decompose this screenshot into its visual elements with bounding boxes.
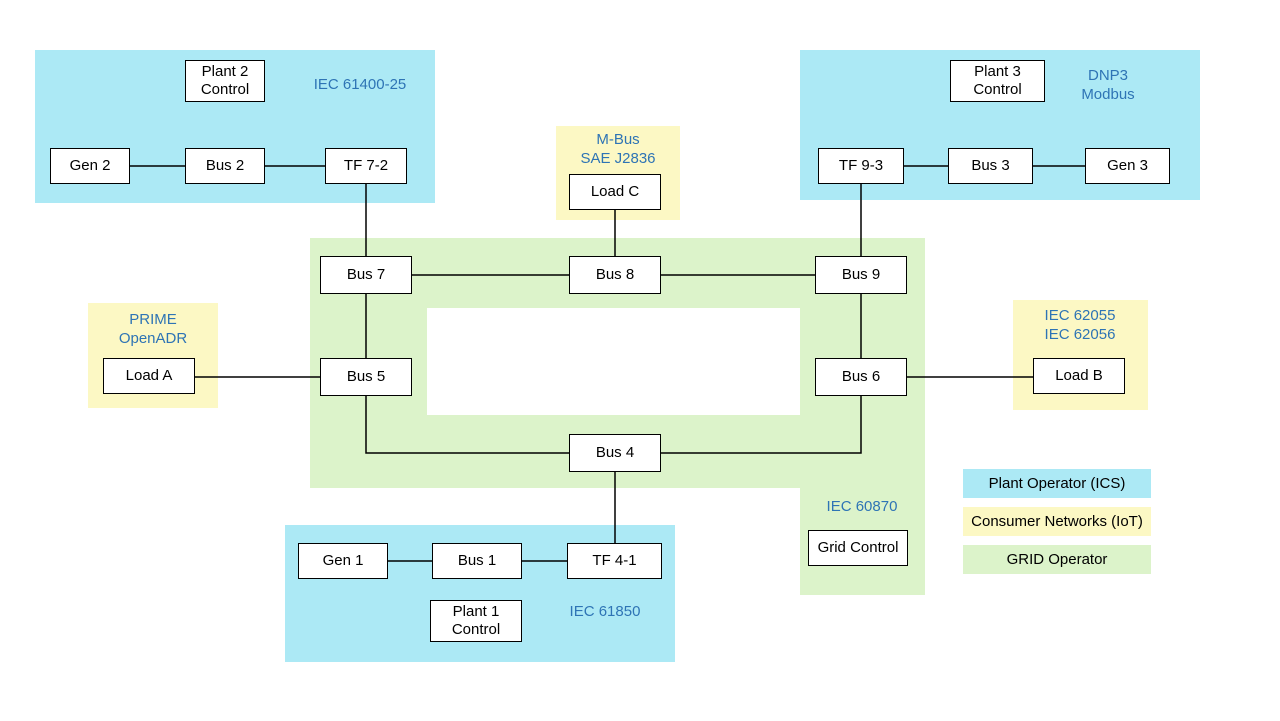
- protocol-label-load-b: IEC 62055 IEC 62056: [1044, 307, 1116, 343]
- node-load-c: Load C: [569, 174, 661, 210]
- protocol-label-grid: IEC 60870: [826, 498, 898, 515]
- node-bus-7: Bus 7: [320, 256, 412, 294]
- node-bus-8: Bus 8: [569, 256, 661, 294]
- node-bus-6: Bus 6: [815, 358, 907, 396]
- node-bus-5: Bus 5: [320, 358, 412, 396]
- node-tf-7-2: TF 7-2: [325, 148, 407, 184]
- protocol-label-plant3: DNP3 Modbus: [1081, 67, 1135, 103]
- legend-item-plant-operator: Plant Operator (ICS): [963, 469, 1151, 498]
- node-gen-3: Gen 3: [1085, 148, 1170, 184]
- node-bus-3: Bus 3: [948, 148, 1033, 184]
- node-load-b: Load B: [1033, 358, 1125, 394]
- node-tf-9-3: TF 9-3: [818, 148, 904, 184]
- node-load-a: Load A: [103, 358, 195, 394]
- node-grid-control: Grid Control: [808, 530, 908, 566]
- node-bus-4: Bus 4: [569, 434, 661, 472]
- node-bus-9: Bus 9: [815, 256, 907, 294]
- protocol-label-plant2: IEC 61400-25: [313, 76, 407, 93]
- node-gen-1: Gen 1: [298, 543, 388, 579]
- node-tf-4-1: TF 4-1: [567, 543, 662, 579]
- node-gen-2: Gen 2: [50, 148, 130, 184]
- region-grid-inner-cutout: [427, 308, 800, 415]
- node-plant1-control: Plant 1 Control: [430, 600, 522, 642]
- node-plant3-control: Plant 3 Control: [950, 60, 1045, 102]
- protocol-label-load-c: M-Bus SAE J2836: [580, 131, 656, 167]
- legend-item-grid-operator: GRID Operator: [963, 545, 1151, 574]
- protocol-label-plant1: IEC 61850: [569, 603, 641, 620]
- node-bus-1: Bus 1: [432, 543, 522, 579]
- legend-label-grid-operator: GRID Operator: [1006, 551, 1108, 568]
- node-bus-2: Bus 2: [185, 148, 265, 184]
- legend-label-consumer-networks: Consumer Networks (IoT): [971, 513, 1143, 530]
- protocol-label-load-a: PRIME OpenADR: [118, 311, 188, 347]
- legend-label-plant-operator: Plant Operator (ICS): [988, 475, 1126, 492]
- legend-item-consumer-networks: Consumer Networks (IoT): [963, 507, 1151, 536]
- node-plant2-control: Plant 2 Control: [185, 60, 265, 102]
